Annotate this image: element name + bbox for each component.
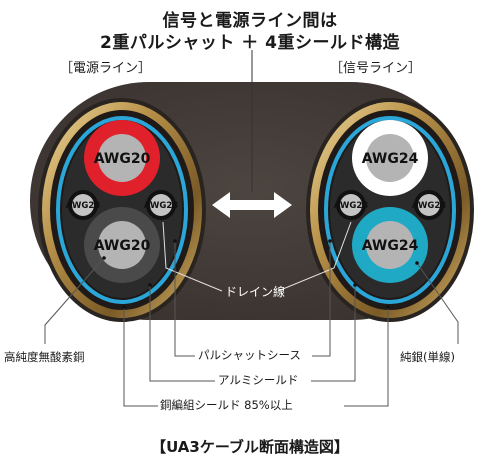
drain-pointer-lines [162,221,352,292]
power-blue-sheath [56,116,188,304]
signal-top-awg-label: AWG24 [362,151,419,167]
title-line-2: 2重パルシャット ＋ 4重シールド構造 [100,33,400,53]
power-right-awg-label: AWG28 [144,201,178,211]
power-top-conductor [98,134,146,182]
signal-top-conductor [366,134,414,182]
diagram-caption: 【UA3ケーブル断面構造図】 [151,438,349,456]
callout-dots [102,239,419,309]
pulse-shield-callout: パルシャットシース [198,348,301,362]
callout-leader-lines [44,241,459,407]
signal-right-drain [418,194,440,216]
signal-line-bundle [306,98,474,322]
power-left-awg-label: AWG28 [66,201,100,211]
signal-left-drain [340,194,362,216]
signal-bottom-awg-label: AWG24 [362,238,419,254]
aluminum-shield-callout: アルミシールド [218,373,299,387]
signal-left-awg-label: AWG28 [334,201,368,211]
power-bottom-conductor [98,221,146,269]
silver-callout: 純銀(単線) [400,350,455,364]
power-line-bundle [38,98,206,322]
power-bottom-awg-label: AWG20 [94,238,151,254]
signal-right-awg-label: AWG28 [412,201,446,211]
power-top-awg-label: AWG20 [94,151,151,167]
copper-callout: 高純度無酸素銅 [4,350,85,364]
signal-blue-sheath [324,116,456,304]
signal-line-label: ［信号ライン］ [330,61,422,76]
drain-wire-label: ドレイン線 [225,285,286,299]
copper-braid-callout: 銅編組シールド 85%以上 [160,398,293,412]
title-line-1: 信号と電源ライン間は [162,11,338,31]
power-right-drain [150,194,172,216]
power-line-label: ［電源ライン］ [60,61,152,76]
power-left-drain [72,194,94,216]
signal-bottom-conductor [366,221,414,269]
double-arrow-icon [212,192,292,218]
